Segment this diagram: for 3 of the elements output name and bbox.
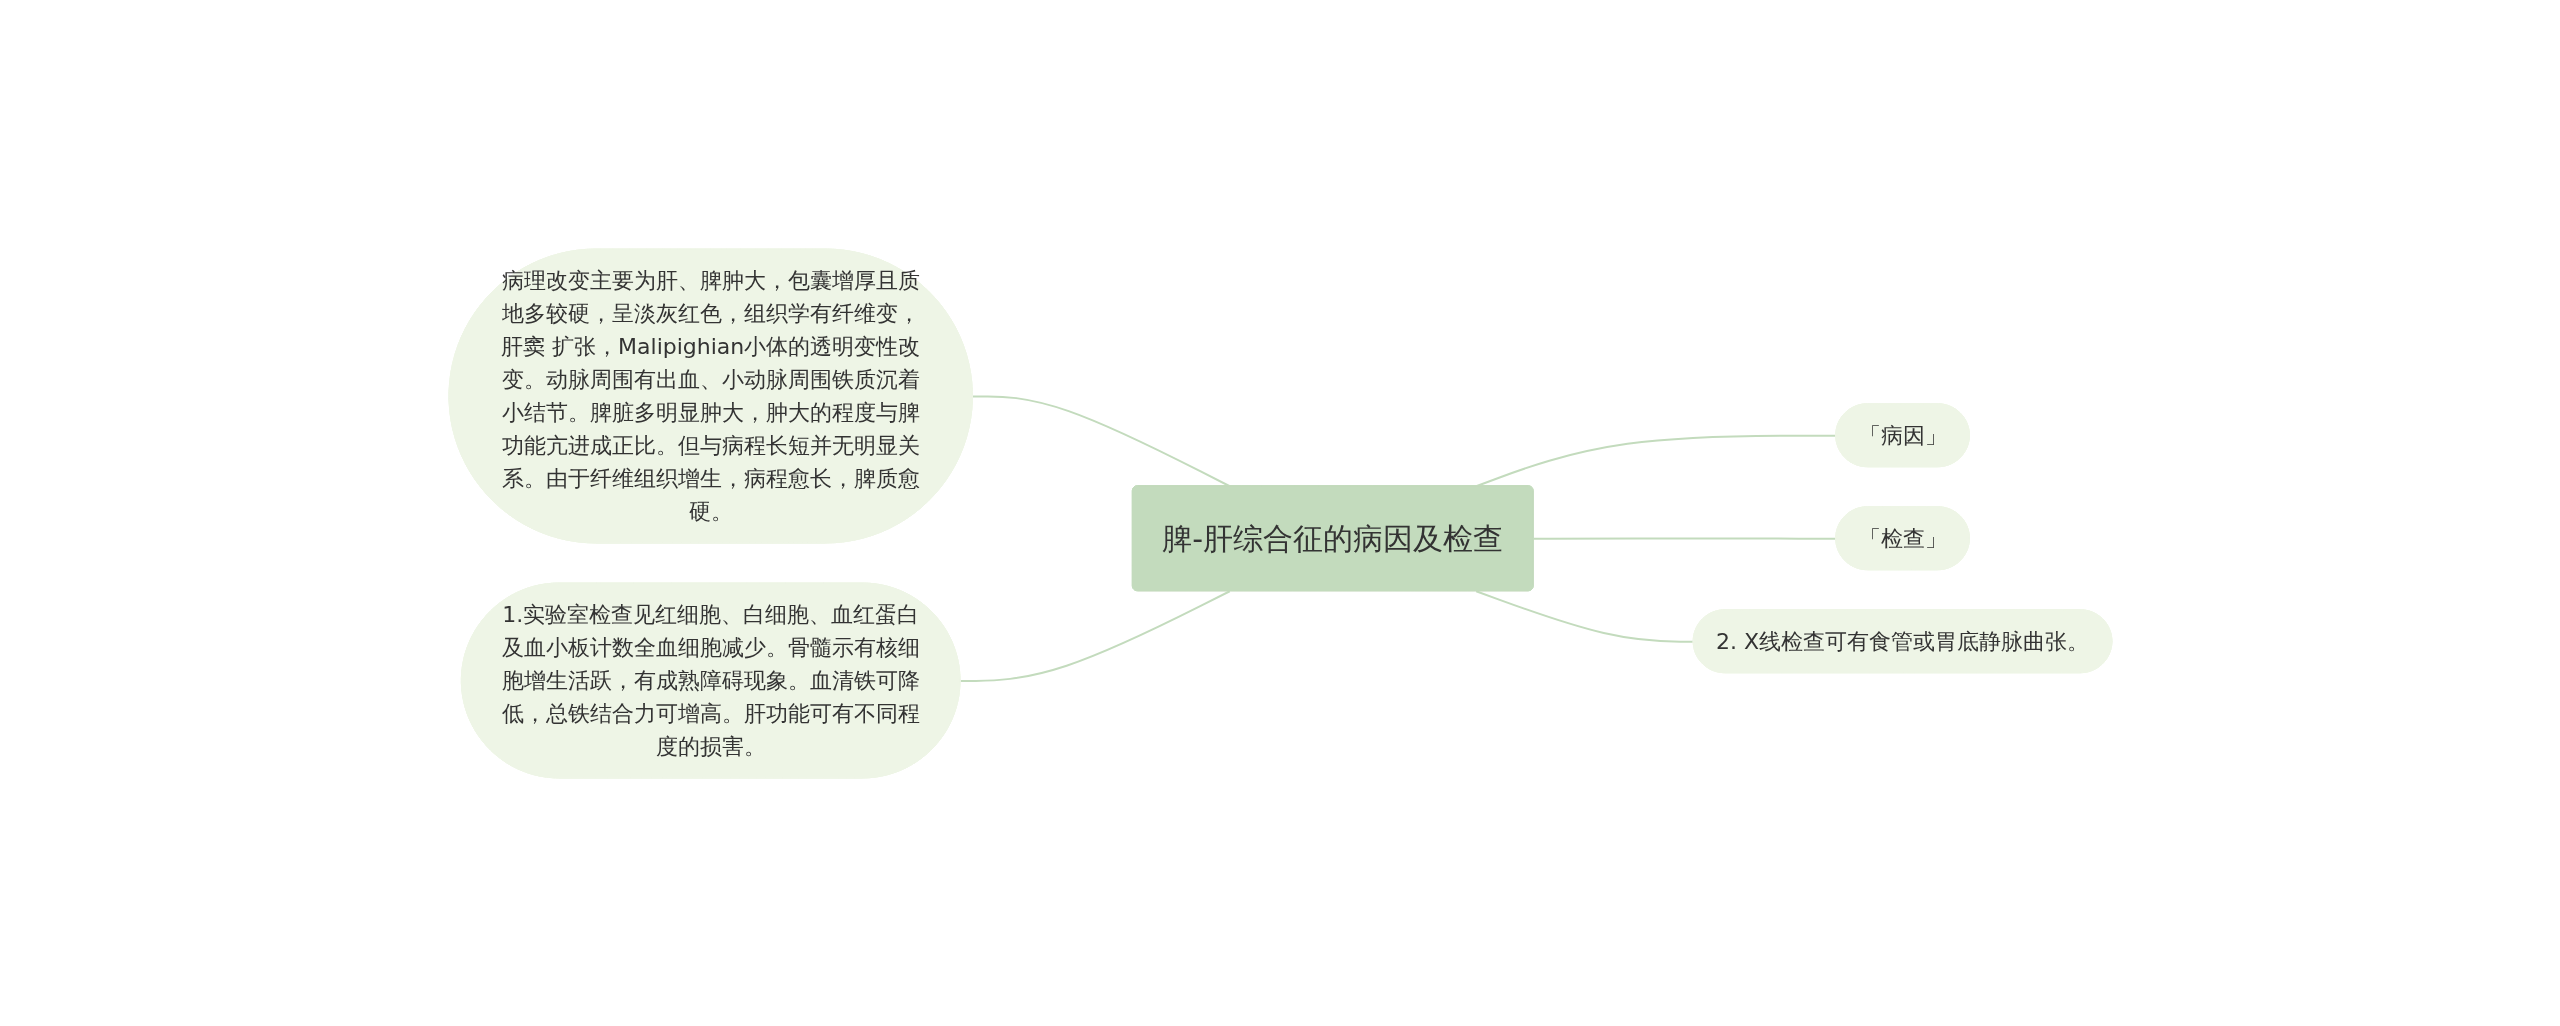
connector — [959, 589, 1231, 682]
connector — [1532, 536, 1837, 540]
connector — [971, 394, 1231, 487]
